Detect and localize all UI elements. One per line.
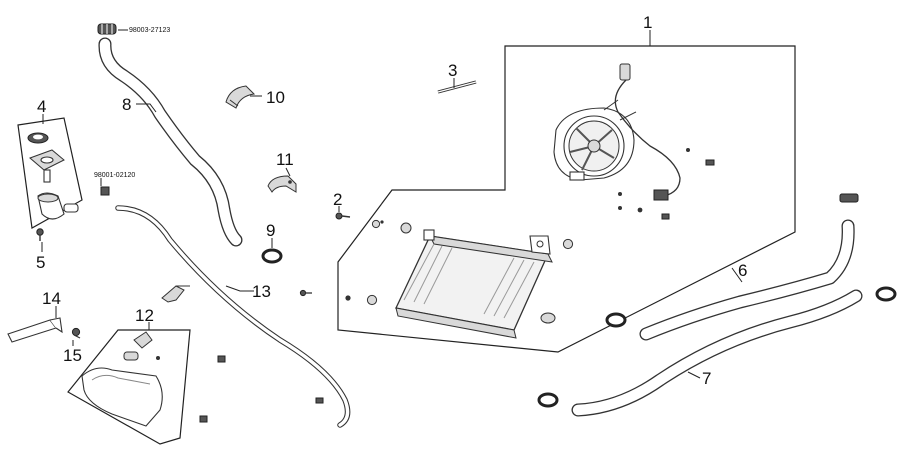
- cooling-fan: [553, 99, 637, 181]
- callout-7: 7: [702, 369, 711, 388]
- screw-15: [71, 327, 81, 339]
- tube-13: [115, 205, 351, 428]
- callout-2: 2: [333, 190, 342, 209]
- clamp-6-left: [605, 312, 627, 328]
- rod-3: [437, 80, 477, 94]
- bolt-mid: [299, 289, 312, 297]
- radiator-cap: [27, 132, 65, 183]
- part-number-bolt-left: 98001-02120: [94, 172, 135, 179]
- reservoir-bracket: [161, 285, 190, 303]
- fan-fasteners: [618, 148, 715, 220]
- part-number-hose-clamp-top: 98003-27123: [129, 27, 170, 34]
- bracket-11: [267, 175, 297, 193]
- radiator-mounts: [345, 219, 574, 306]
- callout-13: 13: [252, 282, 271, 301]
- screw-2: [335, 212, 351, 220]
- callout-10: 10: [266, 88, 285, 107]
- bolt-left: [100, 186, 110, 196]
- reservoir-assembly-frame: [67, 329, 191, 445]
- callout-5: 5: [36, 253, 45, 272]
- screw-5: [36, 228, 44, 241]
- callout-8: 8: [122, 95, 131, 114]
- hose-6-end-fitting: [839, 193, 859, 203]
- coolant-reservoir: [81, 331, 163, 427]
- hose-7: [571, 289, 863, 417]
- clip-10: [225, 85, 256, 109]
- hose-6: [639, 219, 855, 341]
- callout-15: 15: [63, 346, 82, 365]
- clamp-9: [261, 248, 283, 264]
- cap-assembly-frame: [17, 117, 83, 229]
- hose-clamp-top: [97, 23, 117, 35]
- clamp-7: [537, 392, 559, 408]
- callout-1: 1: [643, 13, 652, 32]
- callout-6: 6: [738, 261, 747, 280]
- reservoir-fasteners: [199, 355, 324, 423]
- hose-8: [98, 37, 243, 247]
- fan-wiring: [614, 63, 681, 201]
- tube-14: [7, 317, 63, 343]
- callout-12: 12: [135, 306, 154, 325]
- callout-4: 4: [37, 97, 46, 116]
- filler-neck: [37, 192, 79, 220]
- callout-14: 14: [42, 289, 61, 308]
- callout-11: 11: [276, 150, 294, 169]
- callout-9: 9: [266, 221, 275, 240]
- radiator-assembly-frame: [337, 45, 796, 353]
- radiator-core: [395, 229, 556, 339]
- clamp-6-right: [875, 286, 897, 302]
- callout-3: 3: [448, 61, 457, 80]
